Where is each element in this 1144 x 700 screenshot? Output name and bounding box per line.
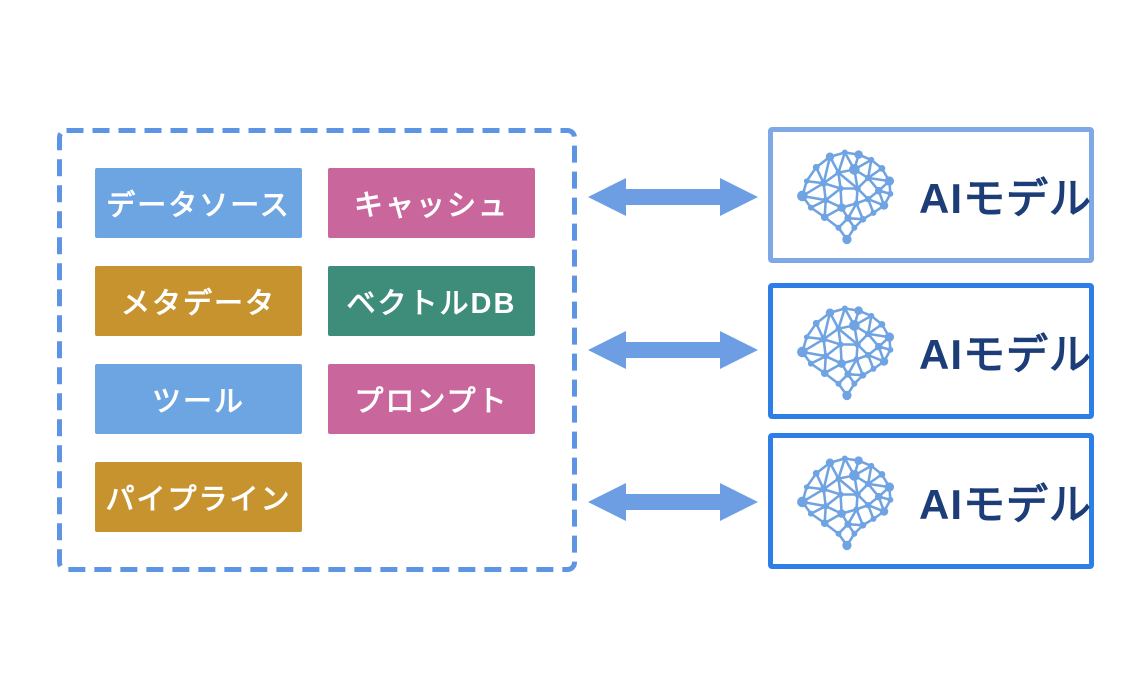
brain-network-icon <box>795 454 896 552</box>
brain-network-icon <box>795 148 896 246</box>
chip-tool: ツール <box>95 364 302 434</box>
component-chip-grid: データソース キャッシュ メタデータ ベクトルDB ツール プロンプト パイプラ… <box>95 168 535 532</box>
ai-model-label: AIモデル <box>919 480 1093 528</box>
chip-data-source: データソース <box>95 168 302 238</box>
ai-model-label: AIモデル <box>919 174 1093 222</box>
chip-prompt: プロンプト <box>328 364 535 434</box>
dashed-border <box>57 128 577 572</box>
ai-model-label: AIモデル <box>919 330 1093 378</box>
ai-model-box-3: AIモデル <box>768 433 1094 569</box>
ai-model-box-2: AIモデル <box>768 283 1094 419</box>
component-group: データソース キャッシュ メタデータ ベクトルDB ツール プロンプト パイプラ… <box>57 128 577 572</box>
bidirectional-arrow-3 <box>588 483 758 521</box>
chip-pipeline: パイプライン <box>95 462 302 532</box>
brain-network-icon <box>795 304 896 402</box>
chip-vector-db: ベクトルDB <box>328 266 535 336</box>
bidirectional-arrow-1 <box>588 178 758 216</box>
bidirectional-arrow-2 <box>588 331 758 369</box>
chip-cache: キャッシュ <box>328 168 535 238</box>
chip-metadata: メタデータ <box>95 266 302 336</box>
ai-model-box-1: AIモデル <box>768 127 1094 263</box>
